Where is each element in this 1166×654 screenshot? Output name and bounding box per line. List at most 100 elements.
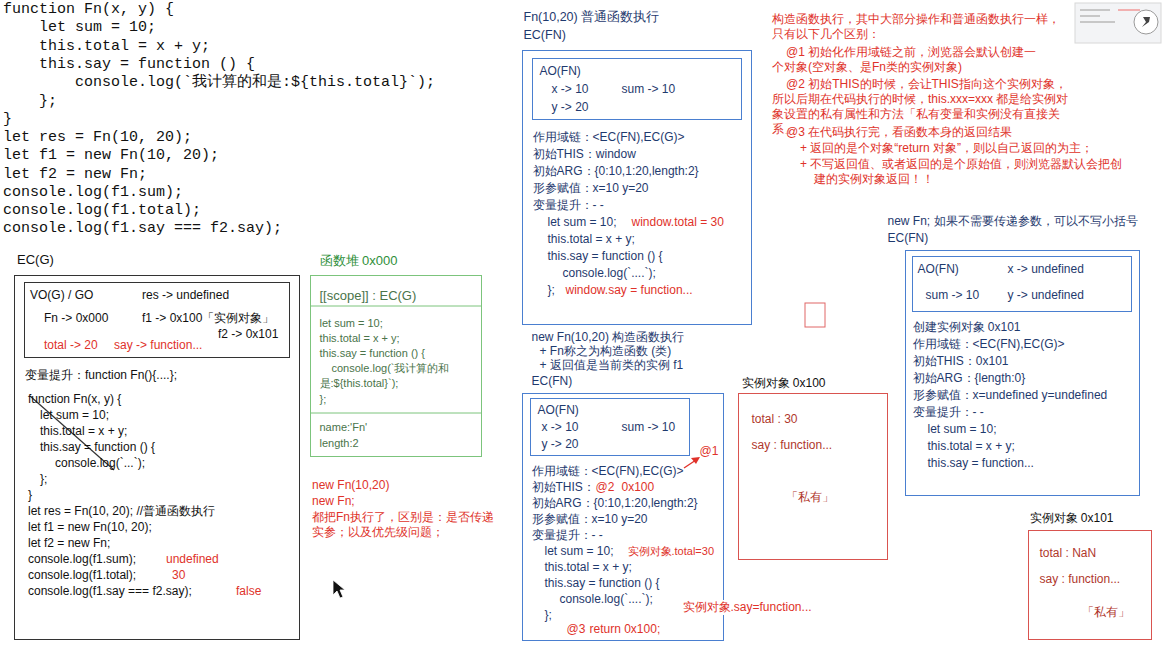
code-line: console.log(f1.say === f2.say); [3,220,282,238]
instance-object-box: 实例对象 0x101total : NaNsay : function...「私… [1028,530,1152,640]
box-text: 变量提升：- - [533,198,604,213]
box-text: console.log(`...`); [55,456,145,471]
box-text: this.total = x + y; [545,560,632,575]
note-text: + 不写返回值、或者返回的是个原始值，则浏览器默认会把创建的实例对象返回！！ [800,157,1124,187]
box-text: console.log(`....`); [560,592,653,607]
separator-line [311,413,481,414]
box-text: undefined [166,552,219,567]
box-text: 实例对象.total=30 [628,544,715,559]
activation-object-box: AO(FN) x -> undefined sum -> 10 y -> undefi… [912,256,1132,312]
box-heading: + Fn称之为构造函数 (类) [540,344,672,358]
box-text: this.say = function () { [320,346,425,361]
box-text: x -> 10 [552,82,589,97]
activation-object-box: AO(FN) x -> 10 sum -> 10 y -> 20 [532,58,742,120]
box-heading: new Fn(10,20) 构造函数执行 [532,330,685,344]
box-text: y -> 20 [542,437,579,452]
box-text: 形参赋值：x=10 y=20 [532,512,648,527]
box-text: sum -> 10 [622,420,676,435]
box-text: }; [40,472,47,487]
box-text: AO(FN) [538,403,579,418]
variable-object-box: VO(G) / GO res -> undefined Fn -> 0x000 f1 … [24,282,290,358]
box-text: 作用域链：<EC(FN),EC(G)> [913,337,1065,352]
thumbnail-line [1118,9,1140,11]
box-text: console.log(f1.total); [28,568,136,583]
box-text: 0x100 [622,480,655,495]
box-text: 初始THIS：window [533,147,636,162]
box-text: this.total = x + y; [320,331,400,346]
box-text: 作用域链：<EC(FN),EC(G)> [533,130,685,145]
box-text: 形参赋值：x=undefined y=undefined [913,388,1108,403]
box-text: y -> undefined [1008,288,1084,303]
box-text: f1 -> 0x100「实例对象」 [142,311,274,326]
box-heading: + 返回值是当前类的实例 f1 [540,358,684,372]
box-heading: EC(FN) [524,28,566,43]
box-text: @3 [567,622,586,637]
box-text: 创建实例对象 0x101 [913,320,1021,335]
box-text: 初始ARG：{length:0} [913,371,1026,386]
box-text: res -> undefined [142,288,229,303]
box-text: false [236,584,261,599]
box-text: total -> 20 [44,338,98,353]
execution-context-box: new Fn; 如果不需要传递参数，可以不写小括号EC(FN)创建实例对象 0x… [905,250,1140,496]
thumbnail-line [1080,15,1100,17]
box-text: let res = Fn(10, 20); //普通函数执行 [28,504,215,519]
box-text: y -> 20 [552,100,589,115]
box-text: 作用域链：<EC(FN),EC(G)> [532,464,684,479]
box-text: AO(FN) [540,64,581,79]
execution-context-box: Fn(10,20) 普通函数执行EC(FN)作用域链：<EC(FN),EC(G)… [522,50,752,325]
box-text: @1 [700,444,719,459]
box-text: console.log(`我计算的和是:${this.total}`); [320,361,472,391]
note-text: + 返回的是个对象“return 对象”，则以自己返回的为主； [800,141,1093,156]
box-text: console.log(f1.sum); [28,552,136,567]
box-text: 初始THIS： [532,480,595,495]
note-text: new Fn(10,20) [312,478,389,493]
box-text: console.log(`....`); [563,266,656,281]
box-text: return 0x100; [590,622,661,637]
box-text: 「私有」 [1082,605,1130,620]
code-line: let f2 = new Fn; [3,166,147,184]
box-text: @2 [596,480,615,495]
box-text: }; [548,283,555,298]
empty-object-square [805,303,825,327]
execution-context-box: new Fn(10,20) 构造函数执行+ Fn称之为构造函数 (类)+ 返回值… [522,393,724,641]
box-text: let sum = 10; [320,316,383,331]
mouse-cursor [333,580,345,598]
note-text: new Fn; [312,494,355,509]
note-text: 都把Fn执行了，区别是：是否传递实参；以及优先级问题； [312,510,502,540]
box-text: this.say = function () { [548,249,663,264]
box-text: 30 [172,568,185,583]
box-text: f2 -> 0x101 [218,327,278,342]
box-text: }; [545,608,552,623]
box-text: let sum = 10; [40,408,109,423]
pin-icon [1134,10,1158,34]
box-text: sum -> 10 [622,82,676,97]
box-text: x -> undefined [1008,262,1084,277]
thumbnail-line [1080,21,1115,23]
box-text: AO(FN) [918,262,959,277]
box-text: VO(G) / GO [30,288,93,303]
box-heading: EC(G) [17,252,54,267]
box-text: window.say = function... [566,283,693,298]
box-text: console.log(f1.say === f2.say); [28,584,192,599]
box-text: let f2 = new Fn; [28,536,110,551]
separator-line [311,306,481,307]
box-text: say : function... [752,438,833,453]
code-line: console.log(f1.sum); [3,184,183,202]
box-text: Fn -> 0x000 [44,311,108,326]
box-text: total : NaN [1040,546,1097,561]
activation-object-box: AO(FN)x -> 10sum -> 10y -> 20 [530,398,690,456]
box-text: say : function... [1040,572,1121,587]
thumbnail [1075,3,1161,43]
box-text: this.total = x + y; [548,232,635,247]
box-text: sum -> 10 [926,288,980,303]
box-text: 初始ARG：{0:10,1:20,length:2} [532,496,698,511]
box-text: let f1 = new Fn(10, 20); [28,520,152,535]
box-text: name:'Fn' [320,420,368,435]
code-line: console.log(f1.total); [3,202,201,220]
box-text: 初始THIS：0x101 [913,354,1009,369]
box-text: this.say = function () { [40,440,155,455]
box-text: this.total = x + y; [928,439,1015,454]
global-context-box: EC(G)变量提升：function Fn(){....};function F… [14,275,300,640]
box-text: 变量提升：- - [532,528,603,543]
box-text: function Fn(x, y) { [28,392,121,407]
